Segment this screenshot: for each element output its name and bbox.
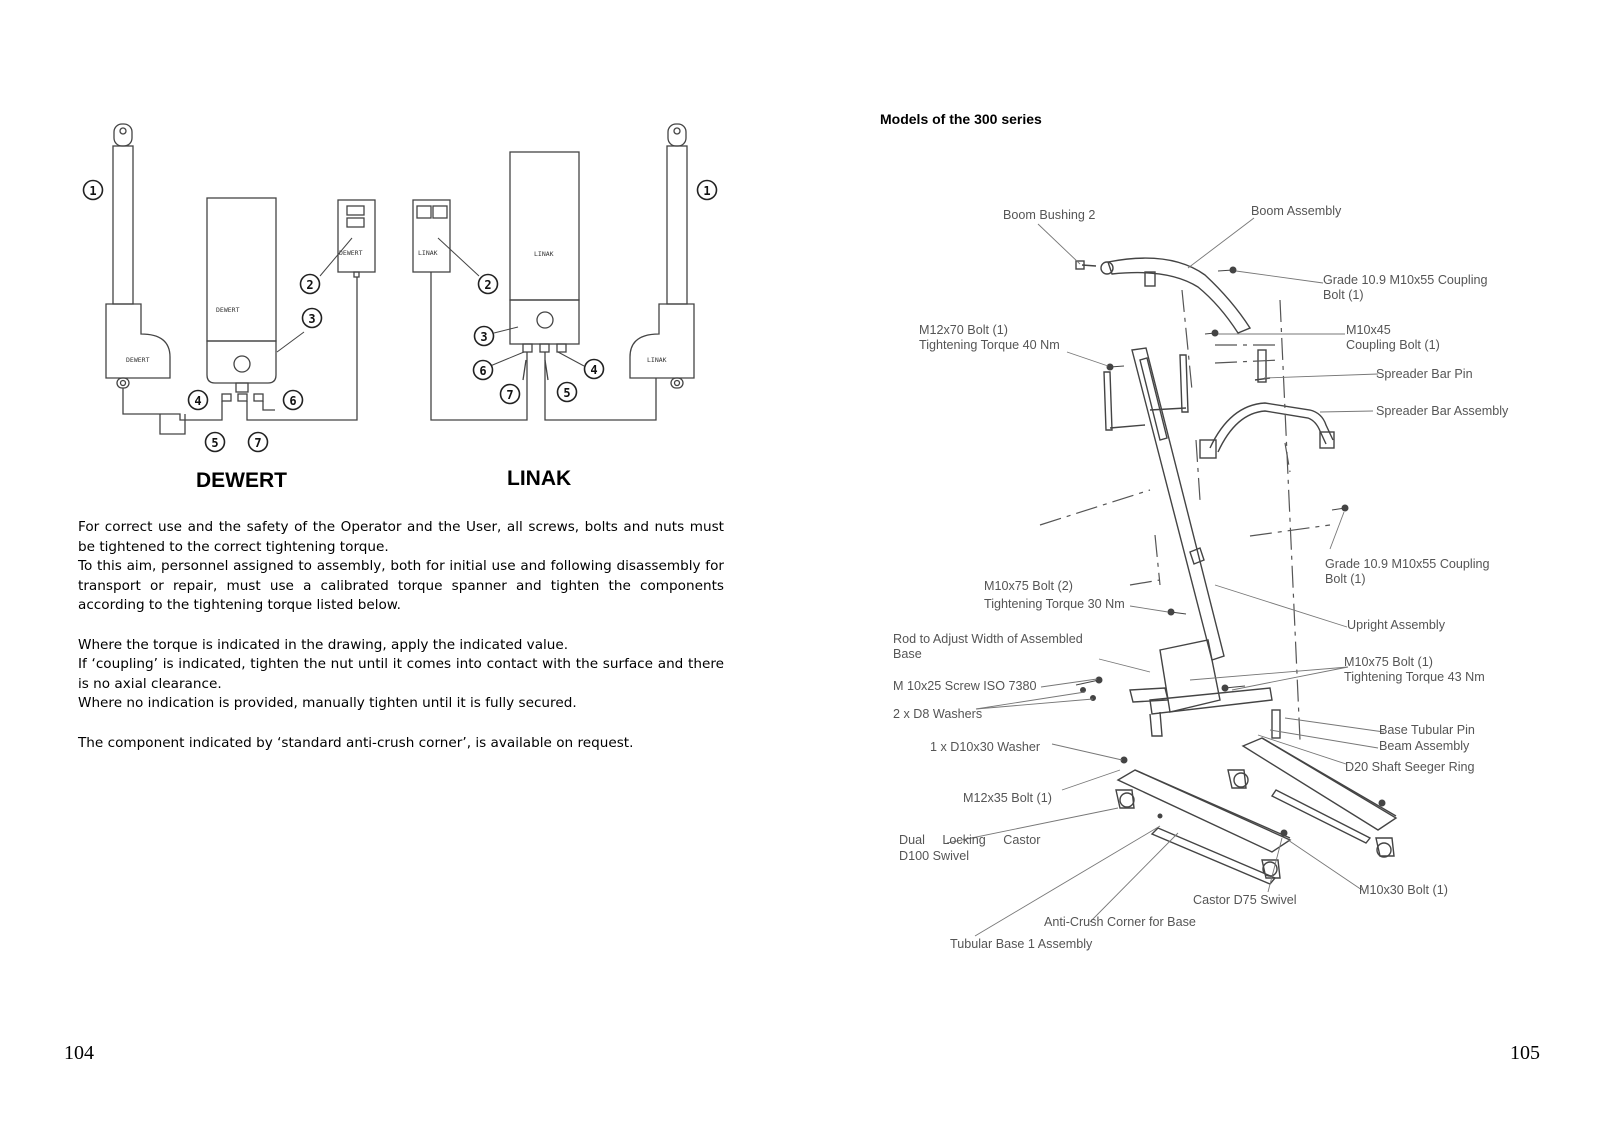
linak-actuator — [629, 123, 695, 389]
dewert-heading: DEWERT — [196, 469, 287, 492]
callout-3-dewert: 3 — [308, 312, 315, 326]
paragraph-drawing-torque: Where the torque is indicated in the dra… — [78, 636, 569, 653]
actuator-wiring-diagram: DEWERT DEWERT DEWERT LINAK LINAK LINAK 1… — [82, 123, 718, 453]
page-number-right: 105 — [1510, 1042, 1540, 1064]
paragraph-coupling: If ‘coupling’ is indicated, tighten the … — [78, 656, 724, 692]
label-line: Tightening Torque 30 Nm — [984, 597, 1125, 611]
label-grade-coupling-bottom: Grade 10.9 M10x55 Coupling Bolt (1) — [1325, 557, 1490, 587]
callout-4-linak: 4 — [590, 363, 597, 377]
label-beam-assembly: Beam Assembly — [1379, 739, 1470, 753]
callout-1-right: 1 — [703, 184, 710, 198]
tubular-base-left — [1116, 769, 1292, 885]
label-boom-bushing: Boom Bushing 2 — [1003, 208, 1096, 222]
label-line: Grade 10.9 M10x55 Coupling — [1323, 273, 1488, 287]
label-line: Grade 10.9 M10x55 Coupling — [1325, 557, 1490, 571]
label-spreader-pin: Spreader Bar Pin — [1376, 367, 1473, 381]
paragraph-no-indication: Where no indication is provided, manuall… — [78, 695, 577, 712]
label-line: M10x45 — [1346, 323, 1391, 337]
callout-4-dewert: 4 — [194, 394, 201, 408]
callout-2-dewert: 2 — [306, 278, 313, 292]
label-m10x75-bolt-1: M10x75 Bolt (1) Tightening Torque 43 Nm — [1344, 655, 1485, 685]
linak-actuator-label: LINAK — [647, 356, 667, 364]
label-d8-washers: 2 x D8 Washers — [893, 707, 983, 721]
label-anti-crush-corner: Anti-Crush Corner for Base — [1044, 915, 1196, 929]
section-title: Models of the 300 series — [880, 111, 1042, 127]
label-line: Base — [893, 647, 922, 661]
label-dual-locking-castor: Dual Locking Castor D100 Swivel — [899, 832, 1040, 864]
spreader-bar — [1199, 349, 1335, 459]
page-number-left: 104 — [64, 1042, 94, 1064]
dewert-actuator — [105, 123, 171, 389]
callout-6-dewert: 6 — [289, 394, 296, 408]
callout-1-left: 1 — [89, 184, 96, 198]
label-castor-d75: Castor D75 Swivel — [1193, 893, 1297, 907]
label-line: D100 Swivel — [899, 849, 969, 863]
label-line: M10x75 Bolt (1) — [1344, 655, 1433, 669]
label-line: Rod to Adjust Width of Assembled — [893, 632, 1083, 646]
callout-7-linak: 7 — [506, 388, 513, 402]
label-line: Bolt (1) — [1325, 572, 1366, 586]
label-d10x30-washer: 1 x D10x30 Washer — [930, 740, 1041, 754]
tubular-base-right — [1233, 737, 1398, 858]
callout-3-linak: 3 — [480, 330, 487, 344]
dewert-actuator-label: DEWERT — [126, 356, 150, 364]
callout-5-dewert: 5 — [211, 436, 218, 450]
label-m10x75-bolt-2: M10x75 Bolt (2) Tightening Torque 30 Nm — [984, 577, 1125, 613]
castors — [1115, 769, 1395, 879]
label-line: M10x75 Bolt (2) — [984, 579, 1073, 593]
dewert-box-label: DEWERT — [216, 306, 240, 314]
upright-assembly — [1103, 347, 1225, 661]
boom-assembly — [1075, 257, 1252, 334]
label-tubular-base: Tubular Base 1 Assembly — [950, 937, 1093, 951]
base-bracket — [1129, 639, 1281, 739]
label-m10x25-screw: M 10x25 Screw ISO 7380 — [893, 679, 1037, 693]
paragraph-anti-crush: The component indicated by ‘standard ant… — [78, 734, 634, 751]
linak-handset-label: LINAK — [418, 249, 438, 257]
paragraph-assembly: To this aim, personnel assigned to assem… — [78, 558, 724, 614]
label-upright-assembly: Upright Assembly — [1347, 618, 1445, 632]
linak-box-label: LINAK — [534, 250, 554, 258]
label-line: Tightening Torque 40 Nm — [919, 338, 1060, 352]
label-line: Dual Locking Castor — [899, 833, 1041, 847]
dewert-handset — [337, 199, 376, 278]
callout-5-linak: 5 — [563, 386, 570, 400]
callout-markers — [82, 179, 718, 453]
label-boom-assembly: Boom Assembly — [1251, 204, 1342, 218]
label-m12x70-bolt: M12x70 Bolt (1) Tightening Torque 40 Nm — [919, 323, 1060, 353]
dewert-handset-label: DEWERT — [339, 249, 363, 257]
dewert-control-box — [206, 197, 277, 402]
label-m12x35-bolt: M12x35 Bolt (1) — [963, 791, 1052, 805]
linak-heading: LINAK — [507, 467, 572, 490]
label-grade-coupling-top: Grade 10.9 M10x55 Coupling Bolt (1) — [1323, 273, 1488, 303]
label-line: Bolt (1) — [1323, 288, 1364, 302]
label-m10x45-bolt: M10x45 Coupling Bolt (1) — [1346, 323, 1440, 353]
label-seeger-ring: D20 Shaft Seeger Ring — [1345, 760, 1475, 774]
label-line: Coupling Bolt (1) — [1346, 338, 1440, 352]
callout-6-linak: 6 — [479, 364, 486, 378]
label-base-tubular-pin: Base Tubular Pin — [1379, 723, 1475, 737]
label-spreader-assembly: Spreader Bar Assembly — [1376, 404, 1509, 418]
torque-instructions: For correct use and the safety of the Op… — [78, 518, 724, 753]
linak-control-box — [509, 151, 580, 353]
label-line: M12x70 Bolt (1) — [919, 323, 1008, 337]
callout-2-linak: 2 — [484, 278, 491, 292]
label-line: Tightening Torque 43 Nm — [1344, 670, 1485, 684]
paragraph-safety: For correct use and the safety of the Op… — [78, 519, 724, 555]
callout-7-dewert: 7 — [254, 436, 261, 450]
label-rod-adjust: Rod to Adjust Width of Assembled Base — [893, 632, 1083, 662]
label-m10x30-bolt: M10x30 Bolt (1) — [1359, 883, 1448, 897]
